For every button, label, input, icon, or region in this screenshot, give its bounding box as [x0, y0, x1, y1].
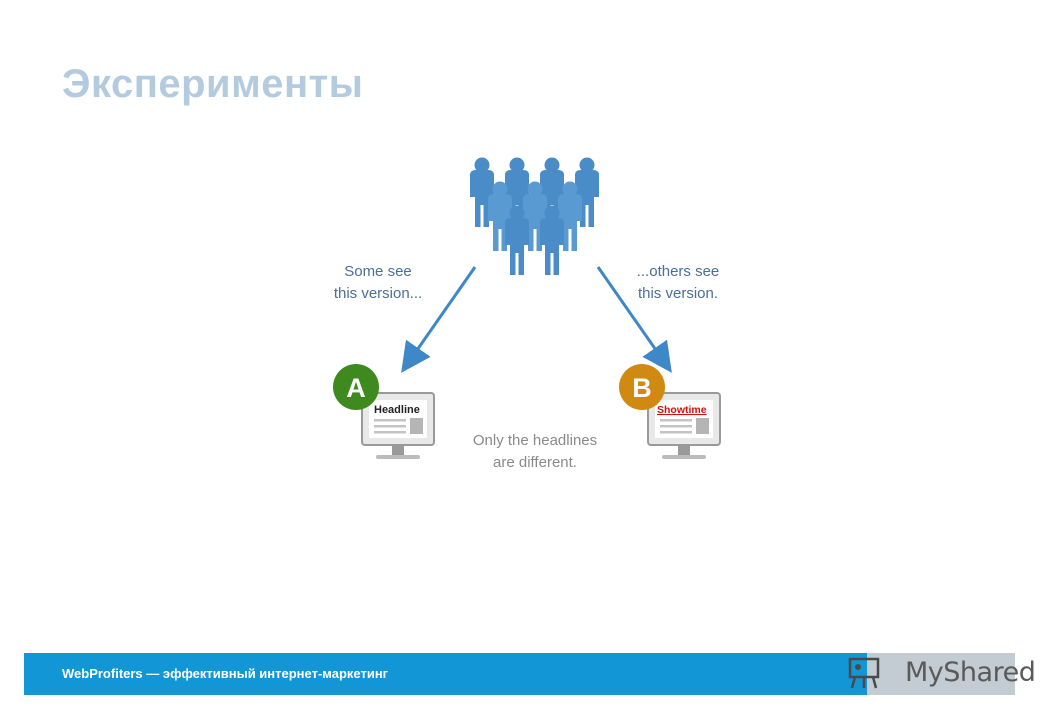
slide-title: Эксперименты — [62, 62, 364, 106]
right-caption-line2: this version. — [638, 285, 718, 302]
center-caption-line2: are different. — [493, 454, 577, 471]
variant-b-letter: B — [632, 373, 652, 403]
variant-a-badge: A — [333, 364, 379, 410]
logo-text: MyShared — [905, 657, 1036, 688]
myshared-logo[interactable]: MyShared — [848, 653, 1036, 695]
right-caption-line1: ...others see — [637, 263, 720, 280]
variant-b-headline: Showtime — [657, 404, 707, 416]
left-caption-line1: Some see — [344, 263, 412, 280]
right-arrow — [596, 266, 672, 373]
crowd-icon — [470, 157, 599, 275]
footer-text: WebProfiters — эффективный интернет-марк… — [62, 666, 389, 681]
footer-bar: WebProfiters — эффективный интернет-марк… — [24, 653, 867, 695]
monitor-b-icon: Showtime — [647, 392, 721, 459]
variant-a-headline: Headline — [374, 404, 420, 416]
monitor-a-icon: Headline — [361, 392, 435, 459]
left-caption-line2: this version... — [334, 285, 422, 302]
ab-test-diagram: Some see this version... ...others see t… — [333, 157, 721, 471]
center-caption-line1: Only the headlines — [473, 432, 597, 449]
left-arrow — [401, 266, 477, 373]
presentation-board-icon — [848, 657, 880, 689]
variant-b-badge: B — [619, 364, 665, 410]
variant-a-letter: A — [346, 373, 366, 403]
